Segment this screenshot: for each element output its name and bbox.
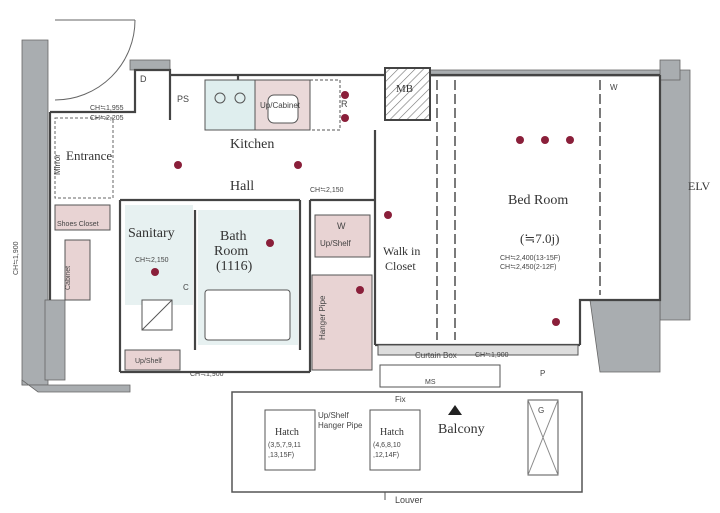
ch-1900a: CH≒1,900 — [190, 371, 224, 378]
entrance-area — [54, 117, 114, 199]
ch-1900b: CH≒1,900 — [475, 352, 509, 359]
ch-kitchen: CH≒2,150 — [310, 187, 344, 194]
hatch2-floors2: ,12,14F) — [373, 452, 399, 459]
balcony-label: Balcony — [438, 422, 485, 437]
bath-label: Bath — [220, 229, 246, 244]
sanitary-label: Sanitary — [128, 226, 175, 241]
hatch2 — [369, 409, 421, 471]
ch-bed1: CH≒2,400(13-15F) — [500, 255, 560, 262]
ch-entr2: CH≒2,205 — [90, 115, 124, 122]
louver-label: Louver — [395, 495, 423, 505]
kitchen-label: Kitchen — [230, 137, 274, 152]
ch-bed2: CH≒2,450(2-12F) — [500, 264, 556, 271]
entry-door-swing — [54, 19, 136, 101]
c-label: C — [183, 283, 189, 292]
ch-sanitary: CH≒2,150 — [135, 257, 169, 264]
fridge-space — [309, 79, 341, 131]
bath-label2: Room — [214, 244, 248, 259]
stove — [204, 79, 256, 131]
ms-label: MS — [425, 379, 436, 386]
hatch1 — [264, 409, 316, 471]
elv-label: ELV — [688, 179, 711, 193]
up-shelf-label: Up/Shelf — [135, 358, 162, 365]
ps-label: PS — [177, 94, 189, 104]
w2-label: W — [610, 83, 618, 92]
w-label: W — [337, 221, 346, 231]
up-shelf2-label: Up/Shelf — [320, 239, 351, 248]
sanitary-room — [125, 205, 193, 305]
outlets — [151, 91, 574, 326]
hatch1-label: Hatch — [275, 427, 299, 438]
hatch2-label: Hatch — [380, 427, 404, 438]
washer-shelf — [314, 214, 371, 258]
g-label: G — [538, 406, 544, 415]
ch-left: CH≒1,900 — [13, 241, 20, 275]
curtain-label: Curtain Box — [415, 351, 457, 360]
shoes-label: Shoes Closet — [57, 221, 99, 228]
r-label: R — [341, 99, 348, 109]
cabinet-area — [64, 239, 91, 301]
bedroom-label: Bed Room — [508, 193, 568, 208]
bathtub — [204, 289, 291, 341]
hatch2-floors: (4,6,8,10 — [373, 442, 401, 449]
fix-label: Fix — [395, 395, 406, 404]
entry-marker — [448, 405, 462, 415]
structural-walls — [21, 39, 691, 393]
mirror-label: Mirror — [53, 154, 62, 175]
walkin-label: Walk in — [383, 244, 420, 258]
up-cabinet-label: Up/Cabinet — [260, 101, 301, 110]
up-shelf-sanitary — [124, 349, 181, 371]
d-label: D — [140, 74, 147, 84]
balcony — [231, 391, 583, 493]
cabinet-label: Cabinet — [65, 266, 72, 290]
mb-box — [384, 67, 431, 121]
mb-label: MB — [396, 83, 413, 95]
hanger-label: Hanger Pipe — [318, 295, 327, 340]
p-label: P — [540, 369, 545, 378]
hanger-pipe-label: Hanger Pipe — [318, 421, 363, 430]
curtain-box — [377, 344, 579, 356]
bedroom-size: (≒7.0j) — [520, 231, 559, 246]
up-shelf-hanger: Up/Shelf — [318, 411, 349, 420]
bath-code: (1116) — [216, 259, 253, 274]
ch-entr1: CH≒1,955 — [90, 105, 124, 112]
hall-label: Hall — [230, 179, 254, 194]
shoes-closet — [54, 204, 111, 231]
hatch1-floors: (3,5,7,9,11 — [268, 442, 301, 449]
entrance-label: Entrance — [66, 148, 112, 163]
closet-label: Closet — [385, 259, 416, 273]
ms-window — [379, 364, 501, 388]
hatch1-floors2: ,13,15F) — [268, 452, 294, 459]
